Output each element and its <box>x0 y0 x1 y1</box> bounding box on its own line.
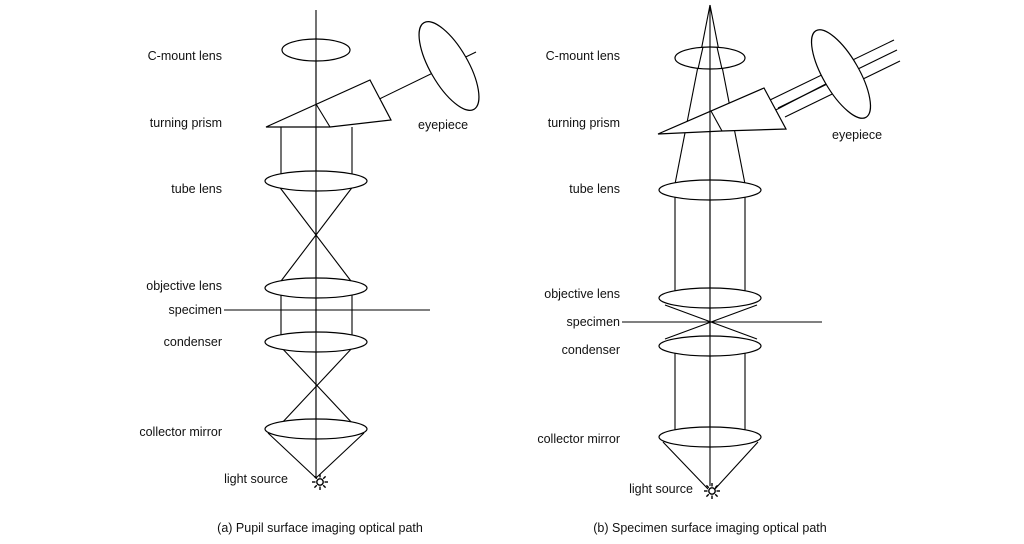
panel-a-prism-inner-face <box>315 103 331 128</box>
panel-b-eyepiece-lens <box>810 29 872 119</box>
panel-a-pupil-surface-imaging: C-mount lens turning prism eyepiece tube… <box>139 10 480 535</box>
panel-b-label-collector-mirror: collector mirror <box>537 432 620 446</box>
panel-a-label-turning-prism: turning prism <box>150 116 222 130</box>
panel-a-label-tube-lens: tube lens <box>171 182 222 196</box>
panel-a-caption: (a) Pupil surface imaging optical path <box>217 521 423 535</box>
panel-b-specimen-surface-imaging: C-mount lens turning prism eyepiece tube… <box>537 4 901 535</box>
light-source-icon <box>312 474 328 490</box>
panel-a-label-objective-lens: objective lens <box>146 279 222 293</box>
panel-a-label-light-source: light source <box>224 472 288 486</box>
panel-b-label-tube-lens: tube lens <box>569 182 620 196</box>
panel-b-label-light-source: light source <box>629 482 693 496</box>
panel-a-label-specimen: specimen <box>169 303 223 317</box>
panel-b-caption: (b) Specimen surface imaging optical pat… <box>593 521 827 535</box>
panel-b-cone-right-through-lens <box>716 46 723 70</box>
panel-b-label-eyepiece: eyepiece <box>832 128 882 142</box>
panel-b-cone-left-through-lens <box>697 46 704 70</box>
panel-a-ray-cross-4 <box>279 345 355 426</box>
panel-b-label-turning-prism: turning prism <box>548 116 620 130</box>
panel-a-eyepiece-lens <box>418 21 480 111</box>
panel-a-label-eyepiece: eyepiece <box>418 118 468 132</box>
panel-b-source-ray-left <box>662 441 709 490</box>
panel-b-cone-right <box>709 4 746 185</box>
panel-b-cone-left <box>674 4 711 185</box>
light-source-icon <box>704 483 720 499</box>
panel-b-turning-prism <box>657 87 787 135</box>
panel-b-label-condenser: condenser <box>562 343 620 357</box>
panel-a-label-c-mount-lens: C-mount lens <box>148 49 222 63</box>
panel-a-label-condenser: condenser <box>164 335 222 349</box>
panel-a-source-ray-right <box>315 432 365 479</box>
panel-a-label-collector-mirror: collector mirror <box>139 425 222 439</box>
panel-a-turning-prism <box>265 79 392 128</box>
panel-b-label-c-mount-lens: C-mount lens <box>546 49 620 63</box>
panel-b-source-ray-right <box>714 441 759 490</box>
panel-b-label-objective-lens: objective lens <box>544 287 620 301</box>
panel-a-source-ray-left <box>267 432 317 479</box>
panel-b-prism-inner-face <box>710 110 723 132</box>
panel-b-label-specimen: specimen <box>567 315 621 329</box>
